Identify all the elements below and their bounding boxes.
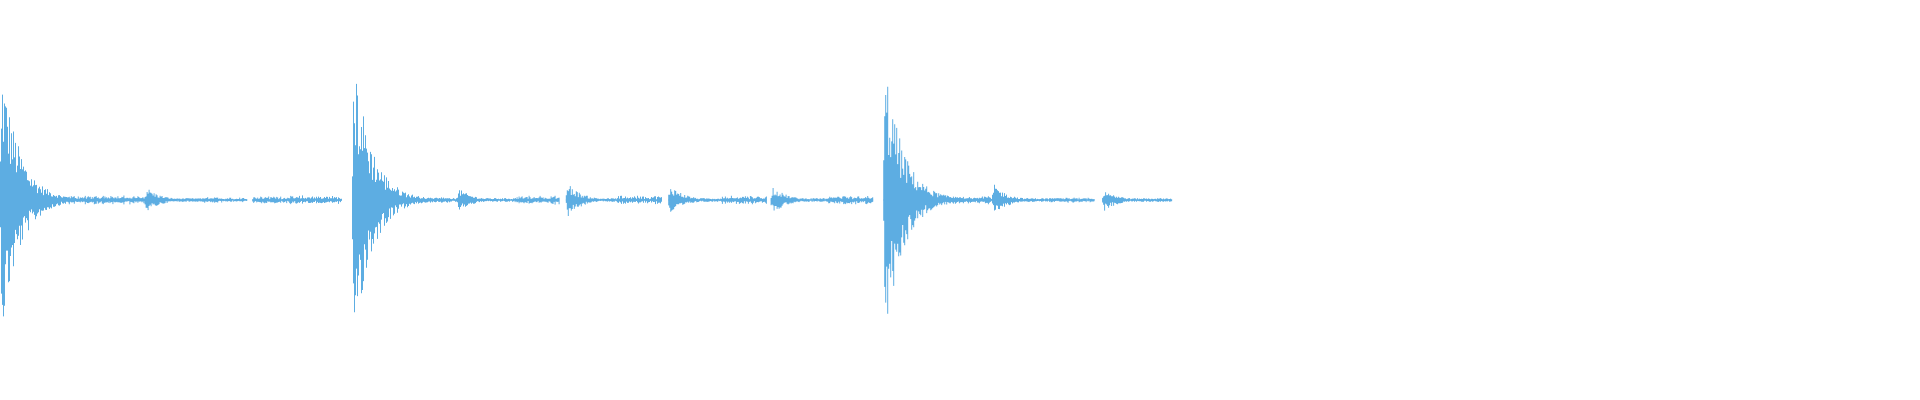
waveform-segment: [0, 94, 120, 317]
waveform-trace: [0, 83, 1173, 317]
waveform-burst-tail: [252, 195, 298, 205]
waveform-burst-tail: [617, 195, 662, 205]
waveform-burst-weak: [1102, 192, 1173, 211]
waveform-segment: [992, 184, 1062, 211]
waveform-burst-strong: [0, 94, 120, 317]
waveform-burst-tail: [828, 196, 874, 205]
waveform-burst-tail: [407, 196, 452, 203]
waveform-burst-tail: [297, 195, 342, 204]
waveform-burst-tail: [514, 195, 560, 205]
waveform-burst-tail: [202, 197, 248, 203]
waveform-burst-tail: [945, 195, 991, 205]
waveform-segment: [1102, 192, 1173, 211]
waveform-burst-weak: [992, 184, 1062, 211]
waveform-burst-tail: [1049, 197, 1095, 203]
waveform-burst-tail: [102, 195, 148, 205]
waveform-burst-tail: [721, 195, 767, 205]
